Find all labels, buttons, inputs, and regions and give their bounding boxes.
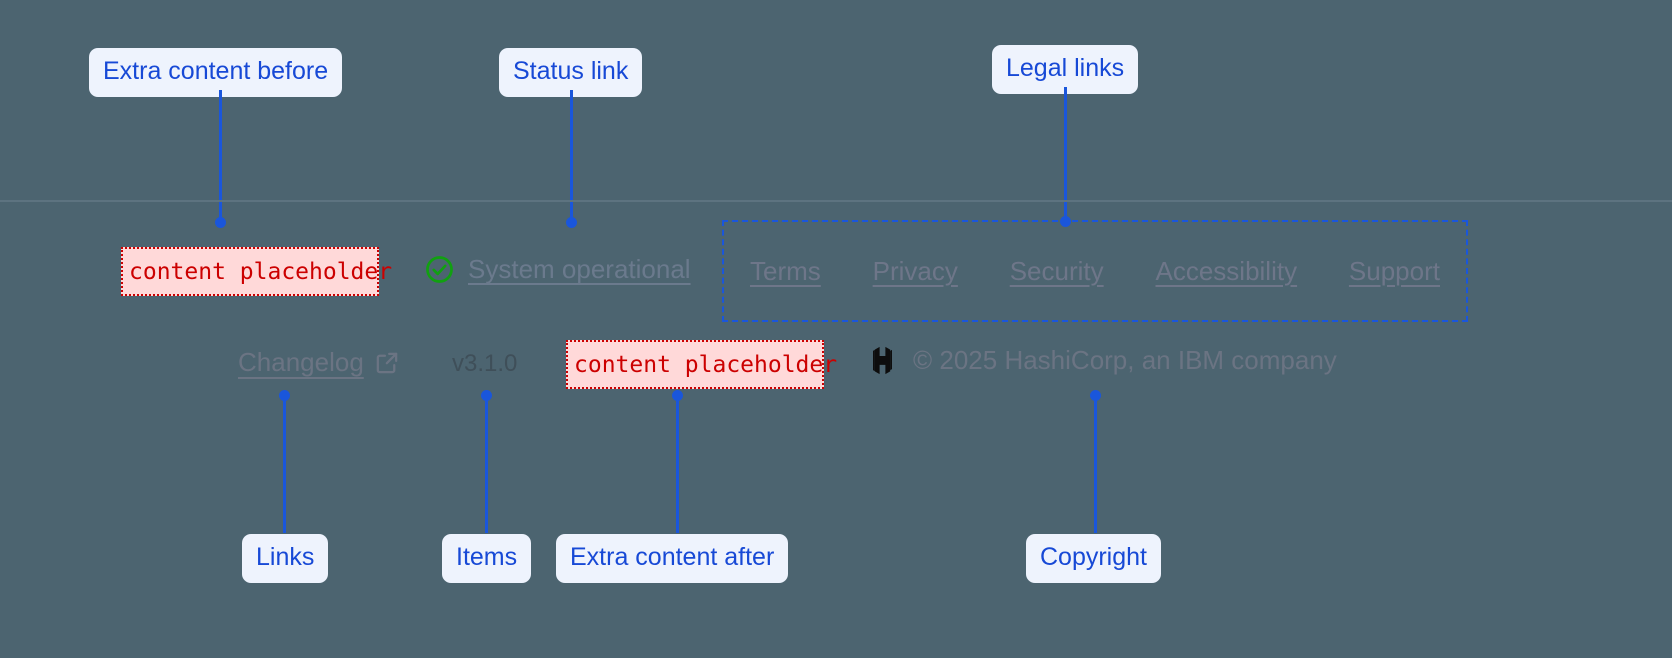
legal-link-security[interactable]: Security <box>1009 255 1104 286</box>
footer-upper-row: content placeholder System operational T… <box>0 202 1672 322</box>
leader-line-legal-links <box>1064 87 1067 222</box>
extra-content-before-slot: content placeholder <box>121 247 392 296</box>
callout-legal-links: Legal links <box>992 45 1139 94</box>
external-link-icon <box>374 349 401 376</box>
leader-dot-extra-content-before <box>215 217 226 228</box>
status-link-label: System operational <box>468 254 691 284</box>
leader-line-items <box>485 396 488 533</box>
legal-link-support[interactable]: Support <box>1348 255 1440 286</box>
footer-lower-row: Changelog v3.1.0 content placeholder © 2… <box>0 322 1672 402</box>
legal-link-privacy[interactable]: Privacy <box>872 255 958 286</box>
leader-dot-copyright <box>1090 390 1101 401</box>
callout-extra-content-after: Extra content after <box>556 534 789 583</box>
version-label: v3.1.0 <box>452 350 518 377</box>
legal-links-group: Terms Privacy Security Accessibility Sup… <box>722 220 1468 322</box>
leader-line-extra-content-after <box>676 396 679 533</box>
callout-status-link: Status link <box>499 48 643 97</box>
legal-link-accessibility[interactable]: Accessibility <box>1155 255 1298 286</box>
callout-items: Items <box>442 534 532 583</box>
callout-extra-content-before: Extra content before <box>89 48 343 97</box>
leader-line-links <box>283 396 286 533</box>
status-link[interactable]: System operational <box>424 254 691 285</box>
hashicorp-logo <box>866 344 899 377</box>
changelog-label: Changelog <box>238 347 364 377</box>
legal-link-terms[interactable]: Terms <box>750 255 821 286</box>
circle-check-icon <box>424 254 455 285</box>
leader-line-copyright <box>1094 396 1097 533</box>
callout-links: Links <box>242 534 329 583</box>
changelog-link[interactable]: Changelog <box>238 347 401 378</box>
leader-line-extra-content-before <box>219 90 222 222</box>
callout-copyright: Copyright <box>1026 534 1161 583</box>
leader-line-status-link <box>570 90 573 222</box>
leader-dot-links <box>279 390 290 401</box>
extra-content-after-slot: content placeholder <box>566 340 837 389</box>
leader-dot-status-link <box>566 217 577 228</box>
leader-dot-items <box>481 390 492 401</box>
copyright-text: © 2025 HashiCorp, an IBM company <box>913 345 1337 375</box>
leader-dot-extra-content-after <box>672 390 683 401</box>
footer-band: content placeholder System operational T… <box>0 200 1672 400</box>
copyright: © 2025 HashiCorp, an IBM company <box>866 344 1337 377</box>
